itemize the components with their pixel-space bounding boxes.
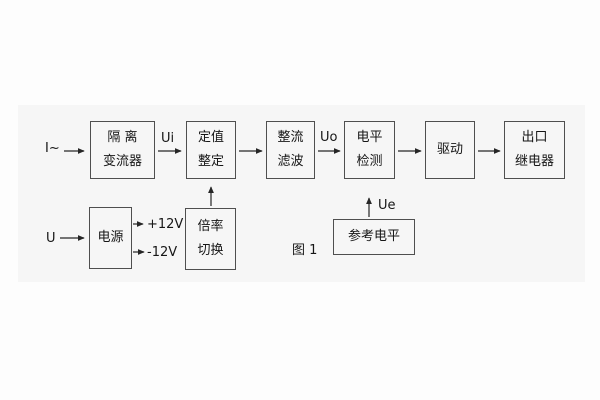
label-input-voltage: U xyxy=(46,231,56,246)
block-label-line: 参考电平 xyxy=(347,229,400,244)
block-ratio-switch: 倍率 切换 xyxy=(185,208,236,270)
block-value-setting: 定值 整定 xyxy=(186,121,236,179)
label-ue: Ue xyxy=(378,198,396,213)
label-plus-12v: +12V xyxy=(147,217,184,232)
block-label-line: 整定 xyxy=(197,154,224,169)
label-ui: Ui xyxy=(161,131,175,146)
block-label-line: 电源 xyxy=(97,230,124,245)
block-reference-level: 参考电平 xyxy=(333,219,415,255)
label-minus-12v: -12V xyxy=(147,245,178,260)
block-isolation-converter: 隔 离 变流器 xyxy=(90,121,155,179)
block-label-line: 驱动 xyxy=(436,142,463,157)
block-label-line: 隔 离 xyxy=(107,130,138,145)
block-drive: 驱动 xyxy=(425,121,475,179)
block-label-line: 倍率 xyxy=(197,219,224,234)
block-label-line: 整流 xyxy=(277,130,304,145)
block-rectifier-filter: 整流 滤波 xyxy=(266,121,315,179)
block-output-relay: 出口 继电器 xyxy=(504,121,565,179)
block-power-supply: 电源 xyxy=(89,207,132,269)
figure-caption: 图 1 xyxy=(292,243,318,258)
block-label-line: 电平 xyxy=(356,130,383,145)
block-label-line: 继电器 xyxy=(514,154,554,169)
block-label-line: 出口 xyxy=(521,130,548,145)
label-input-current: I~ xyxy=(45,141,60,156)
block-level-detection: 电平 检测 xyxy=(344,121,395,179)
block-label-line: 切换 xyxy=(197,243,224,258)
block-label-line: 定值 xyxy=(197,130,224,145)
block-label-line: 滤波 xyxy=(277,154,304,169)
block-label-line: 变流器 xyxy=(102,154,142,169)
label-uo: Uo xyxy=(320,130,338,145)
block-label-line: 检测 xyxy=(356,154,383,169)
diagram-background xyxy=(18,105,585,282)
